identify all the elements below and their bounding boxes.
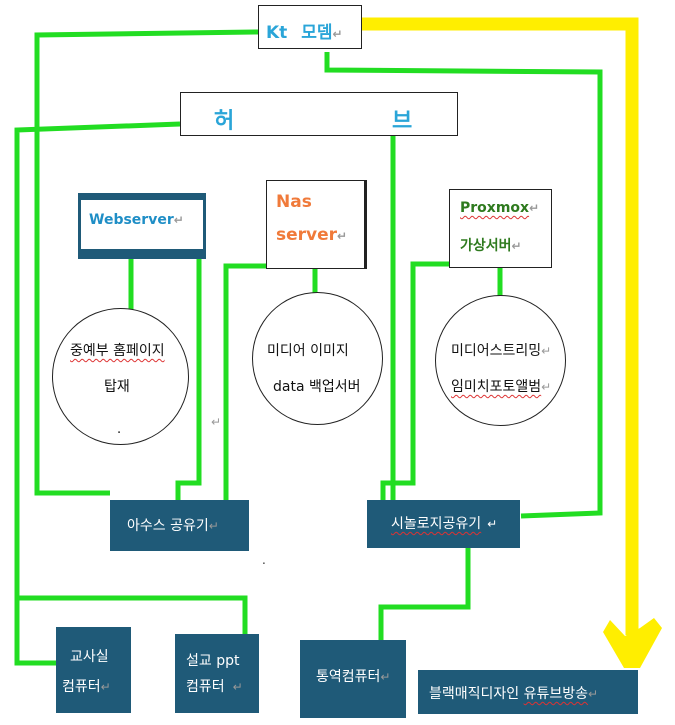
circle-streaming — [435, 295, 566, 426]
wire-proxmox-synology — [380, 261, 449, 500]
wire-left-ppt — [17, 595, 248, 634]
synology-router-label: 시놀로지공유기↵ — [391, 516, 498, 532]
hub-left-label: 허 — [214, 109, 235, 134]
highlight-path-youtube — [360, 17, 639, 635]
translate-pc-label: 통역컴퓨터↵ — [316, 669, 391, 685]
kt-modem-box — [258, 5, 362, 49]
nas-label-line2: server↵ — [276, 225, 348, 245]
translate-pc-box — [300, 640, 406, 718]
wire-webserver-asus — [175, 258, 202, 500]
ppt-pc-line2: 컴퓨터↵ — [186, 679, 243, 695]
nas-label-line1: Nas — [276, 192, 312, 212]
youtube-pc-box — [418, 670, 638, 714]
circle-media-backup — [252, 292, 383, 425]
teacher-pc-line1: 교사실 — [70, 649, 109, 665]
teacher-pc-box — [56, 627, 131, 713]
stray-return-mark: ↵ — [211, 415, 222, 429]
circle-media-line2: data 백업서버 — [273, 379, 361, 395]
teacher-pc-line2: 컴퓨터↵ — [62, 679, 111, 695]
wire-synology-translate — [378, 548, 471, 640]
hub-box — [180, 92, 458, 136]
webserver-label: Webserver↵ — [89, 212, 184, 228]
ppt-pc-box — [175, 634, 259, 713]
synology-router-box — [367, 500, 520, 548]
circle-homepage-dot: . — [117, 422, 122, 437]
wire-modem-asus — [34, 29, 259, 496]
wire-asus-nas — [223, 263, 266, 500]
kt-text: Kt — [266, 23, 288, 43]
return-mark: ↵ — [332, 27, 343, 41]
asus-router-box — [110, 500, 249, 551]
circle-homepage-line1: 중예부 홈페이지 — [70, 343, 165, 359]
circle-homepage-line2: 탑재 — [104, 379, 130, 395]
circle-homepage — [52, 308, 189, 445]
wire-hub-teacher — [14, 121, 181, 666]
hub-right-label: 브 — [392, 109, 413, 134]
modem-text: 모뎀 — [301, 23, 333, 43]
ppt-pc-line1: 설교 ppt — [186, 653, 240, 669]
webserver-inner — [80, 199, 204, 250]
proxmox-label-line1: Proxmox↵ — [460, 200, 540, 216]
youtube-pc-label: 블랙매직디자인 유튜브방송↵ — [429, 686, 599, 702]
proxmox-box — [449, 189, 552, 268]
nas-server-box — [266, 180, 367, 269]
circle-streaming-line2: 임미치포토앨범↵ — [451, 379, 552, 395]
circle-streaming-line1: 미디어스트리밍↵ — [451, 343, 552, 359]
wire-modem-synology — [324, 52, 603, 519]
circle-media-line1: 미디어 이미지 — [267, 343, 349, 359]
proxmox-label-line2: 가상서버↵ — [460, 238, 522, 254]
highlight-arrowhead — [603, 618, 662, 668]
kt-modem-label: Kt 모뎀↵ — [266, 18, 343, 43]
stray-dot: . — [262, 553, 266, 567]
asus-router-label: 아수스 공유기↵ — [127, 518, 219, 534]
